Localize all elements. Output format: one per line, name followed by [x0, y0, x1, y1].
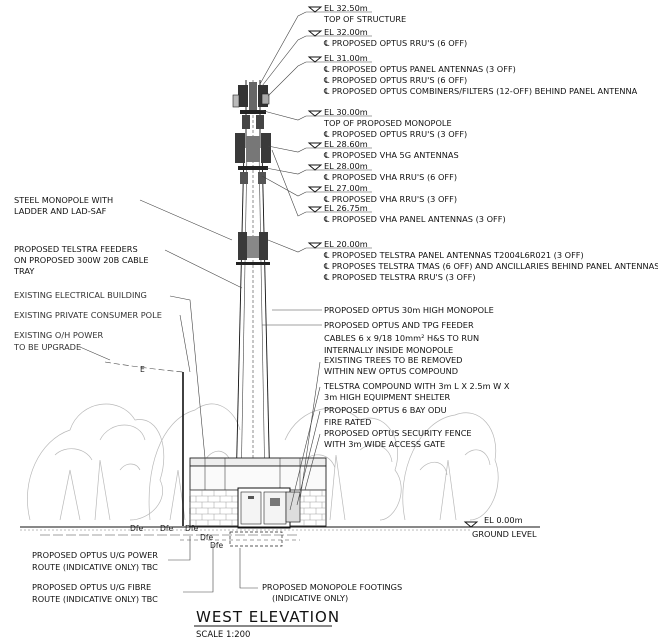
telstra-feeders-label-3: TRAY — [13, 266, 35, 276]
level-triangle-icon — [307, 206, 323, 213]
level-triangle-icon — [307, 6, 323, 13]
telstra-feeders-label-2: ON PROPOSED 300W 20B CABLE — [14, 255, 149, 265]
level-triangle-icon — [307, 30, 323, 37]
elevation-description: ℄ PROPOSED OPTUS RRU'S (6 OFF) — [323, 75, 467, 85]
odu-label-1: PROPOSED OPTUS 6 BAY ODU — [324, 405, 447, 415]
telstra-antenna-cluster — [236, 232, 270, 265]
ground-elevation: EL 0.00m — [484, 515, 523, 525]
electrical-building-label: EXISTING ELECTRICAL BUILDING — [14, 290, 147, 300]
elevation-description: ℄ PROPOSED TELSTRA RRU'S (3 OFF) — [323, 272, 476, 282]
elevation-description: ℄ PROPOSED OPTUS RRU'S (6 OFF) — [323, 38, 467, 48]
fibre-route-label-1: PROPOSED OPTUS U/G FIBRE — [32, 582, 151, 592]
elevation-description: ℄ PROPOSES TELSTRA TMAS (6 OFF) AND ANCI… — [323, 261, 658, 271]
elevation-description: ℄ PROPOSED OPTUS PANEL ANTENNAS (3 OFF) — [323, 64, 516, 74]
level-triangle-icon — [307, 242, 323, 249]
vha-antenna-cluster — [235, 133, 271, 184]
ground-level-label: GROUND LEVEL — [472, 529, 537, 539]
elevation-level: EL 27.00m — [324, 183, 368, 193]
title: WEST ELEVATION — [196, 608, 340, 626]
consumer-pole-label: EXISTING PRIVATE CONSUMER POLE — [14, 310, 162, 320]
cable-marks: Dfe Dfe Dfe Dfe Dfe — [130, 524, 224, 550]
elevation-level: EL 20.00m — [324, 239, 368, 249]
power-line-mark: E — [140, 365, 145, 374]
elevation-description: TOP OF PROPOSED MONOPOLE — [323, 118, 452, 128]
elevation-level: EL 30.00m — [324, 107, 368, 117]
level-triangle-icon — [307, 56, 323, 63]
right-callouts: PROPOSED OPTUS 30m HIGH MONOPOLE PROPOSE… — [262, 305, 510, 511]
oh-power-label-2: TO BE UPGRADE — [13, 342, 81, 352]
elevation-marker-el-26-75: EL 26.75m℄ PROPOSED VHA PANEL ANTENNAS (… — [271, 149, 506, 224]
elevation-level: EL 28.60m — [324, 139, 368, 149]
elevation-marker-el-32-00: EL 32.00m℄ PROPOSED OPTUS RRU'S (6 OFF) — [261, 27, 467, 87]
oh-power-label-1: EXISTING O/H POWER — [14, 330, 103, 340]
bottom-callouts: PROPOSED OPTUS U/G POWER ROUTE (INDICATI… — [32, 536, 402, 604]
cable-mark: Dfe — [130, 524, 144, 533]
cable-mark: Dfe — [160, 524, 174, 533]
elevation-description: ℄ PROPOSED OPTUS COMBINERS/FILTERS (12-O… — [323, 86, 638, 96]
compound — [189, 457, 327, 529]
level-triangle-icon — [307, 164, 323, 171]
feeder-label-1: PROPOSED OPTUS AND TPG FEEDER — [324, 320, 474, 330]
elevation-description: ℄ PROPOSED VHA RRU'S (6 OFF) — [323, 172, 457, 182]
elevation-description: ℄ PROPOSED VHA 5G ANTENNAS — [323, 150, 459, 160]
compound-label-1: TELSTRA COMPOUND WITH 3m L X 2.5m W X — [323, 381, 510, 391]
feeder-label-3: INTERNALLY INSIDE MONOPOLE — [324, 345, 453, 355]
fence-label-1: PROPOSED OPTUS SECURITY FENCE — [324, 428, 472, 438]
cable-mark: Dfe — [210, 541, 224, 550]
elevation-level: EL 28.00m — [324, 161, 368, 171]
level-triangle-icon — [307, 110, 323, 117]
elevation-marker-el-31-00: EL 31.00m℄ PROPOSED OPTUS PANEL ANTENNAS… — [267, 53, 638, 97]
level-triangle-icon — [307, 142, 323, 149]
elevation-level: EL 32.50m — [324, 3, 368, 13]
scale: SCALE 1:200 — [196, 630, 250, 640]
footings-label-1: PROPOSED MONOPOLE FOOTINGS — [262, 582, 402, 592]
elevation-description: ℄ PROPOSED VHA PANEL ANTENNAS (3 OFF) — [323, 214, 506, 224]
elevation-level: EL 32.00m — [324, 27, 368, 37]
feeder-label-2: CABLES 6 x 9/18 10mm² H&S TO RUN — [324, 333, 479, 343]
fence-label-2: WITH 3m WIDE ACCESS GATE — [324, 439, 445, 449]
monopole-label: PROPOSED OPTUS 30m HIGH MONOPOLE — [324, 305, 494, 315]
telstra-feeders-label-1: PROPOSED TELSTRA FEEDERS — [14, 244, 138, 254]
left-callouts: STEEL MONOPOLE WITH LADDER AND LAD-SAF P… — [13, 195, 243, 459]
elevation-description: ℄ PROPOSED OPTUS RRU'S (3 OFF) — [323, 129, 467, 139]
underground-routes — [40, 531, 300, 547]
compound-label-2: 3m HIGH EQUIPMENT SHELTER — [324, 392, 451, 402]
trees-label-1: EXISTING TREES TO BE REMOVED — [324, 355, 462, 365]
steel-monopole-label-1: STEEL MONOPOLE WITH — [14, 195, 113, 205]
ground-line — [20, 521, 540, 531]
ground-level-annotation: EL 0.00m GROUND LEVEL — [472, 515, 537, 539]
elevation-marker-el-28-60: EL 28.60m℄ PROPOSED VHA 5G ANTENNAS — [267, 139, 459, 160]
optus-odu — [285, 491, 301, 523]
cable-mark: Dfe — [185, 524, 199, 533]
elevation-marker-el-20-00: EL 20.00m℄ PROPOSED TELSTRA PANEL ANTENN… — [267, 239, 658, 282]
drawing-title: WEST ELEVATION SCALE 1:200 — [194, 608, 340, 640]
elevation-level: EL 31.00m — [324, 53, 368, 63]
cable-mark: Dfe — [200, 533, 214, 542]
level-triangle-icon — [307, 186, 323, 193]
elevation-level: EL 26.75m — [324, 203, 368, 213]
power-route-label-2: ROUTE (INDICATIVE ONLY) TBC — [32, 562, 158, 572]
optus-antenna-cluster — [232, 82, 270, 129]
odu-label-2: FIRE RATED — [324, 417, 371, 427]
power-route-label-1: PROPOSED OPTUS U/G POWER — [32, 550, 158, 560]
trees-label-2: WITHIN NEW OPTUS COMPOUND — [324, 366, 458, 376]
overhead-power-line — [104, 361, 184, 373]
fence-posts — [204, 458, 301, 490]
elevation-description: ℄ PROPOSED TELSTRA PANEL ANTENNAS T2004L… — [323, 250, 584, 260]
elevation-description: ℄ PROPOSED VHA RRU'S (3 OFF) — [323, 194, 457, 204]
elevation-marker-el-27-00: EL 27.00m℄ PROPOSED VHA RRU'S (3 OFF) — [261, 175, 457, 204]
elevation-marker-el-28-00: EL 28.00m℄ PROPOSED VHA RRU'S (6 OFF) — [265, 161, 457, 182]
fibre-route-label-2: ROUTE (INDICATIVE ONLY) TBC — [32, 594, 158, 604]
footings-label-2: (INDICATIVE ONLY) — [272, 593, 348, 603]
steel-monopole-label-2: LADDER AND LAD-SAF — [14, 206, 107, 216]
elevation-description: TOP OF STRUCTURE — [323, 14, 406, 24]
